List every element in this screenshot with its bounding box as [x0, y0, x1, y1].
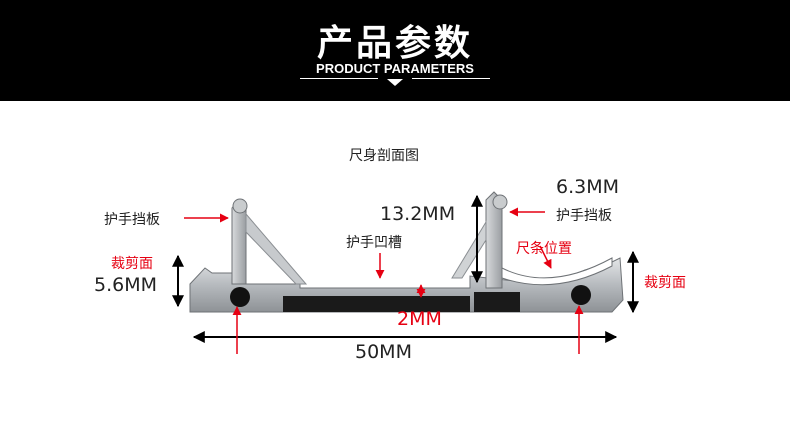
- dim-label-5-6: 5.6MM: [94, 274, 158, 296]
- left-guard-tip: [232, 198, 248, 214]
- label-ruler-position: 尺条位置: [516, 241, 572, 257]
- header-divider-right: [412, 78, 490, 79]
- right-guard-tip: [492, 194, 508, 210]
- header-triangle-icon: [387, 79, 403, 86]
- header-subtitle: PRODUCT PARAMETERS: [316, 61, 474, 76]
- header-banner: 产品参数 PRODUCT PARAMETERS: [0, 0, 790, 101]
- label-cut-right: 裁剪面: [644, 275, 686, 291]
- left-bead: [230, 287, 250, 307]
- dim-label-6-3: 6.3MM: [556, 176, 620, 198]
- pointer-arrows: [184, 207, 584, 354]
- right-bead: [571, 285, 591, 305]
- ruler-recess: [501, 257, 613, 286]
- pointer-ruler: [539, 245, 552, 269]
- dim-label-13-2: 13.2MM: [380, 203, 456, 225]
- rubber-strip-right: [474, 292, 520, 312]
- label-guard-left: 护手挡板: [104, 212, 160, 228]
- dim-label-2: 2MM: [397, 308, 442, 330]
- header-title: 产品参数: [316, 22, 473, 64]
- label-groove: 护手凹槽: [346, 235, 402, 251]
- rubber-strip: [283, 296, 470, 312]
- aluminum-profile: [189, 191, 624, 313]
- dimension-lines: [172, 194, 639, 343]
- label-cut-left: 裁剪面: [111, 256, 153, 272]
- label-guard-right: 护手挡板: [556, 208, 612, 224]
- diagram-title: 尺身剖面图: [349, 148, 419, 164]
- dim-label-50: 50MM: [355, 341, 412, 363]
- left-fin: [245, 212, 308, 285]
- right-fin: [451, 220, 487, 279]
- header-divider-left: [300, 78, 378, 79]
